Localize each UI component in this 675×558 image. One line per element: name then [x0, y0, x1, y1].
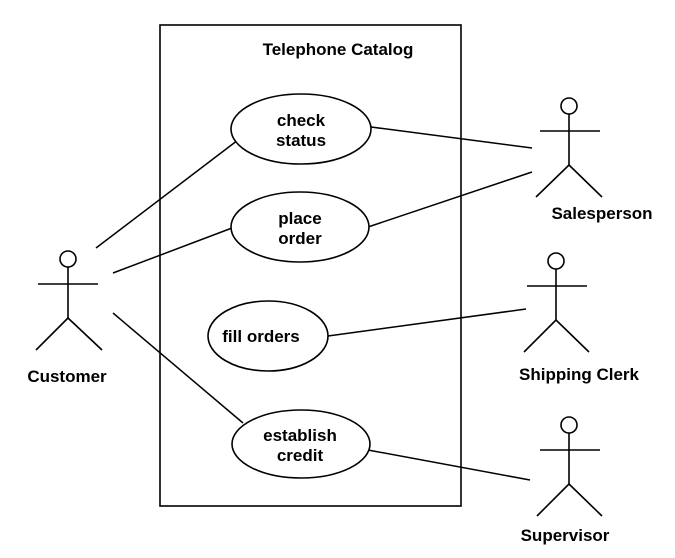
use-case-label: fill orders — [222, 327, 299, 346]
stick-figure-icon — [35, 250, 103, 351]
use-case-label: order — [278, 229, 322, 248]
assoc-customer-place-order — [112, 227, 233, 274]
use-case-label: status — [276, 131, 326, 150]
use-case-label: credit — [277, 446, 324, 465]
use-case-fill-orders: fill orders — [207, 300, 329, 372]
assoc-check-status-salesperson — [370, 126, 533, 149]
assoc-fill-orders-shipping-clerk — [327, 308, 527, 337]
actor-salesperson: Salesperson — [535, 97, 653, 223]
actor-label: Shipping Clerk — [519, 365, 640, 384]
associations — [95, 126, 533, 481]
actor-label: Customer — [27, 367, 107, 386]
use-case-label: establish — [263, 426, 337, 445]
assoc-customer-establish-credit — [112, 312, 244, 424]
use-case-establish-credit: establish credit — [231, 409, 371, 479]
system-title: Telephone Catalog — [263, 40, 414, 59]
use-case-label: check — [277, 111, 326, 130]
stick-figure-icon — [535, 97, 603, 198]
assoc-customer-check-status — [95, 139, 239, 249]
stick-figure-icon — [523, 252, 590, 353]
assoc-establish-credit-supervisor — [367, 449, 531, 481]
system-boundary: Telephone Catalog — [159, 24, 462, 507]
actor-shipping-clerk: Shipping Clerk — [519, 252, 640, 384]
assoc-place-order-salesperson — [367, 171, 533, 228]
actor-label: Supervisor — [521, 526, 610, 545]
use-case-label: place — [278, 209, 321, 228]
actor-customer: Customer — [27, 250, 107, 386]
stick-figure-icon — [536, 416, 603, 517]
use-case-place-order: place order — [230, 191, 370, 263]
use-case-check-status: check status — [230, 93, 372, 165]
actor-supervisor: Supervisor — [521, 416, 610, 545]
actor-label: Salesperson — [551, 204, 652, 223]
